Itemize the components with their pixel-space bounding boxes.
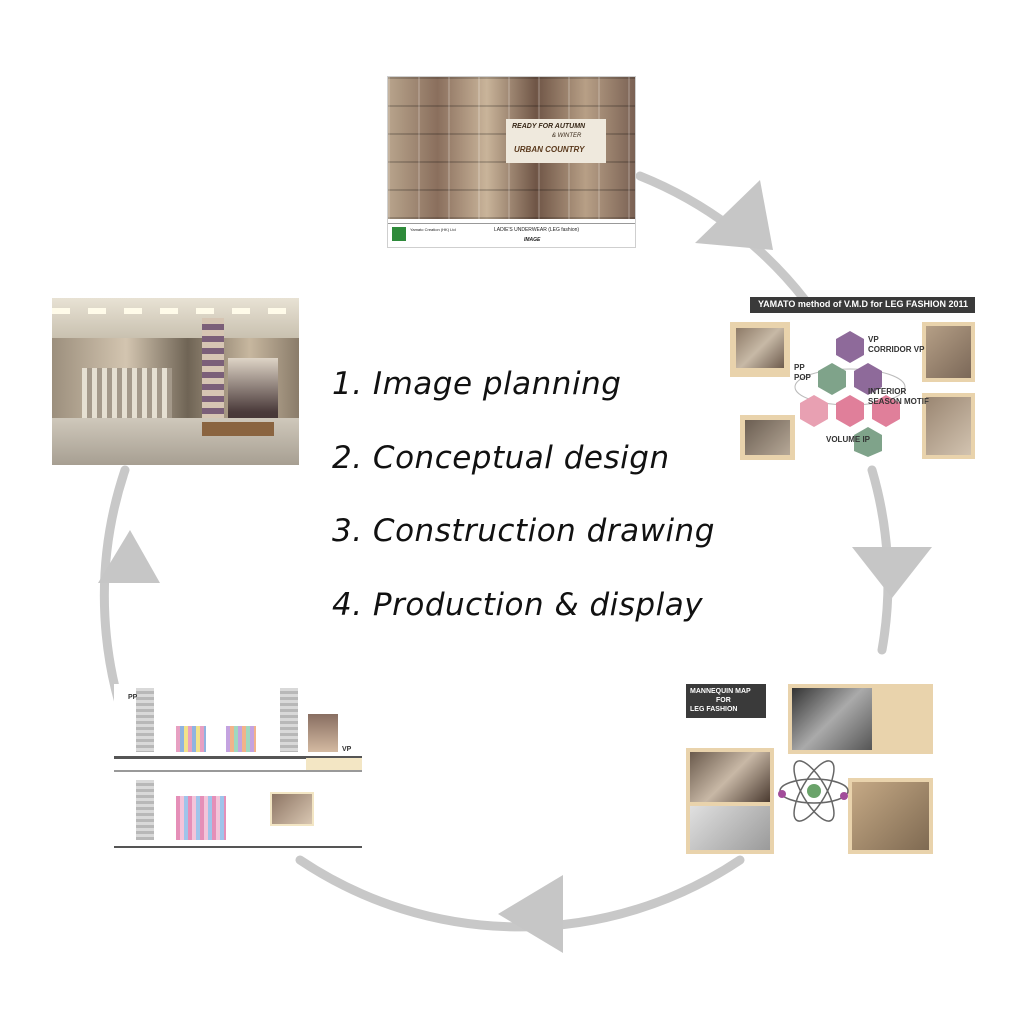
arrowhead-bottom [498, 875, 563, 953]
concept-photo-left [730, 322, 790, 377]
store-shelving [82, 368, 172, 424]
moodboard-company: Yamato Creation (HK) Ltd [410, 227, 456, 232]
mannequin-photo-bottom [848, 778, 933, 854]
store-display-column [202, 318, 224, 433]
drawing-shelf-2 [226, 726, 256, 752]
step-production-display: 4. Production & display [332, 587, 704, 623]
drawing-panel: PP VP [114, 684, 362, 848]
drawing-pillar-left [136, 688, 154, 752]
store-photo-panel [52, 298, 299, 465]
drawing-pp-label: PP [128, 694, 138, 701]
concept-volume: VOLUME IP [826, 435, 871, 444]
drawing-elevation-bottom [114, 770, 362, 848]
arrowhead-left [98, 530, 160, 583]
moodboard-project: LADIE'S UNDERWEAR (LEG fashion) [494, 227, 580, 233]
concept-banner-text: YAMATO method of V.M.D for LEG FASHION 2… [758, 299, 969, 309]
drawing-figures [308, 714, 338, 752]
concept-pop: POP [794, 373, 811, 382]
mannequin-title2: FOR [716, 697, 731, 704]
drawing-photo-insert [270, 792, 314, 826]
step-image-planning: 1. Image planning [332, 366, 622, 402]
concept-photo-right-top [922, 322, 975, 382]
concept-corridor: CORRIDOR VP [868, 345, 925, 354]
atom-icon [778, 760, 849, 822]
concept-vp: VP [868, 335, 879, 344]
moodboard-line1: READY FOR AUTUMN [512, 123, 586, 130]
concept-pp: PP [794, 363, 805, 372]
store-bench [202, 422, 274, 436]
moodboard-title-block [388, 223, 635, 247]
arrowhead-top-right [695, 180, 773, 250]
concept-banner [750, 297, 975, 313]
company-logo [392, 227, 406, 241]
drawing-pillar-bottom [136, 780, 154, 840]
concept-panel: YAMATO method of V.M.D for LEG FASHION 2… [730, 297, 975, 463]
arrowhead-right [852, 547, 932, 598]
concept-interior: INTERIOR [868, 387, 907, 396]
concept-photo-bottom-left [740, 415, 795, 460]
moodboard-line2: & WINTER [552, 133, 582, 139]
mannequin-title3: LEG FASHION [690, 706, 738, 713]
mannequin-panel: MANNEQUIN MAP FOR LEG FASHION [686, 684, 933, 854]
concept-photo-right-bottom [922, 393, 975, 459]
moodboard-line3: URBAN COUNTRY [514, 145, 585, 154]
moodboard-caption-card [506, 119, 606, 163]
drawing-shelf-1 [176, 726, 206, 752]
drawing-pillar-right [280, 688, 298, 752]
drawing-vp-label: VP [342, 746, 352, 753]
moodboard-caption: IMAGE [524, 237, 541, 243]
mannequin-title1: MANNEQUIN MAP [690, 688, 751, 695]
step-construction-drawing: 3. Construction drawing [332, 513, 715, 549]
store-ceiling [52, 298, 299, 338]
step-conceptual-design: 2. Conceptual design [332, 440, 670, 476]
moodboard-panel: READY FOR AUTUMN & WINTER URBAN COUNTRY … [388, 77, 635, 247]
concept-season: SEASON MOTIF [868, 397, 929, 406]
concept-hexagon-cluster [794, 331, 906, 457]
mannequin-photo-left [686, 748, 774, 854]
drawing-display-unit [176, 796, 226, 840]
mannequin-photo-top [788, 684, 933, 754]
mannequin-title-box [686, 684, 766, 718]
store-ceiling-lights [52, 308, 299, 314]
